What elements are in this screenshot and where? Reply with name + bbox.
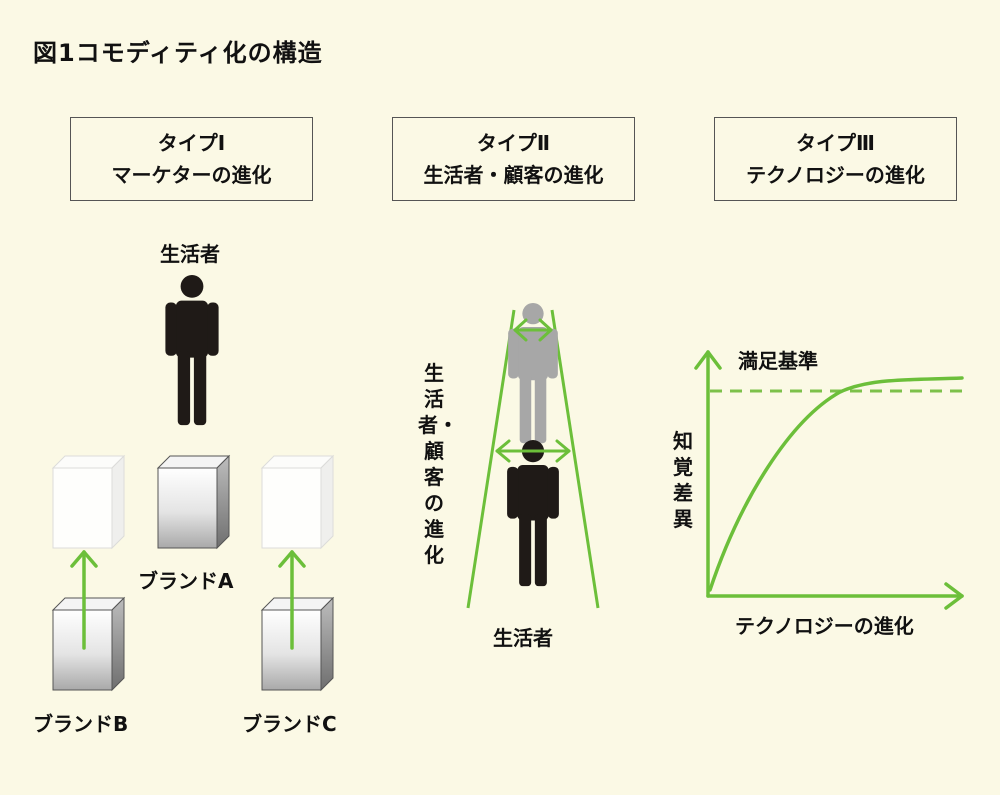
- type-3-box: タイプⅢ テクノロジーの進化: [714, 117, 957, 201]
- brand-c-label: ブランドC: [242, 712, 337, 736]
- y-axis-arrow: [694, 350, 722, 598]
- x-axis-arrow: [706, 582, 964, 610]
- type-2-box: タイプⅡ 生活者・顧客の進化: [392, 117, 635, 201]
- figure-title: 図1コモディティ化の構造: [33, 39, 323, 67]
- expanding-cone-lines: [466, 309, 600, 609]
- brand-a-label: ブランドA: [138, 569, 234, 593]
- present-consumer-figure-icon: [507, 440, 559, 587]
- consumer-label-2: 生活者: [493, 626, 553, 650]
- type-1-heading: タイプⅠ: [157, 131, 226, 155]
- brand-c-up-arrow: [278, 550, 306, 650]
- consumer-evolution-vertical-label: 生活者・顧客の進化: [418, 361, 458, 567]
- satisfaction-label: 満足基準: [738, 349, 818, 373]
- brand-b-cube: [51, 596, 126, 692]
- perceived-difference-label: 知覚差異: [673, 429, 693, 531]
- middle-double-arrow: [495, 439, 571, 463]
- type-1-box: タイプⅠ マーケターの進化: [70, 117, 313, 201]
- faded-cube-left: [51, 454, 126, 550]
- technology-evolution-label: テクノロジーの進化: [735, 614, 914, 638]
- type-2-heading: タイプⅡ: [476, 131, 551, 155]
- brand-b-label: ブランドB: [33, 712, 129, 736]
- type-1-subtitle: マーケターの進化: [111, 163, 272, 187]
- past-consumer-figure-icon: [508, 303, 558, 444]
- faded-cube-right: [260, 454, 335, 550]
- top-double-arrow: [513, 318, 553, 342]
- brand-a-cube: [156, 454, 231, 550]
- type-3-heading: タイプⅢ: [796, 131, 875, 155]
- brand-c-cube: [260, 596, 335, 692]
- consumer-figure-icon: [165, 275, 219, 426]
- perceived-difference-curve: [708, 376, 964, 592]
- type-2-subtitle: 生活者・顧客の進化: [423, 163, 604, 187]
- consumer-label-1: 生活者: [160, 242, 220, 266]
- type-3-subtitle: テクノロジーの進化: [746, 163, 925, 187]
- brand-b-up-arrow: [70, 550, 98, 650]
